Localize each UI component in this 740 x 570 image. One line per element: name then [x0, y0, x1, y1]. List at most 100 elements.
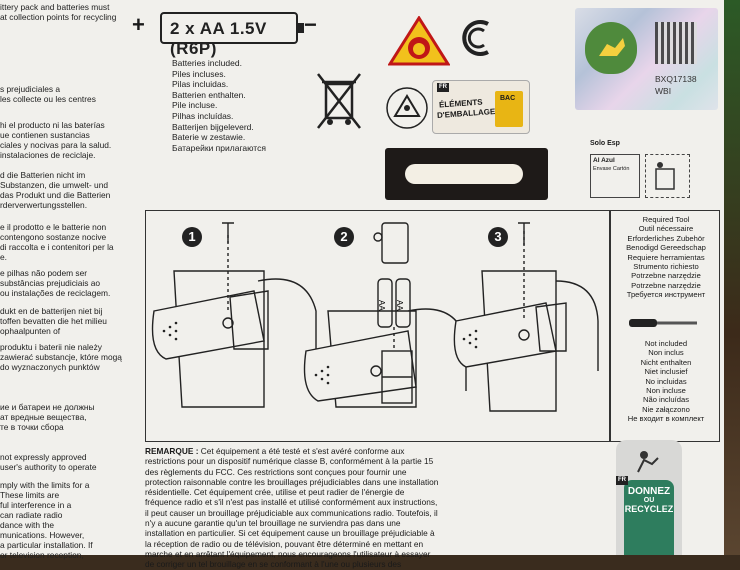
remark-line: la réception de radio ou de télévision, …: [145, 538, 424, 549]
remark-line: n'y a aucune garantie qu'un tel brouilla…: [145, 518, 401, 529]
not-included-line: Niet inclusief: [644, 367, 688, 377]
left-text-line: contengono sostanze nocive: [0, 232, 107, 242]
triman-recycle-icon: [386, 87, 428, 129]
remark-line: marche et en arrêtant l'équipement, nous…: [145, 548, 431, 559]
battery-terminal: [298, 23, 304, 33]
required-tool-line: Требуется инструмент: [626, 290, 706, 300]
required-tool-line: Potrzebne narzędzie: [631, 271, 701, 281]
remark-line: des règlements du FCC. Ces restrictions …: [145, 466, 407, 477]
sort-box-left: Al Azul Envase Cartón: [590, 154, 640, 198]
remark-line: fréquence radio et s'il n'est pas instal…: [145, 497, 438, 508]
not-included-line: Not included: [644, 339, 688, 348]
remark-heading: REMARQUE :: [145, 446, 199, 456]
qr-code-icon: [655, 22, 697, 64]
left-text-line: rderverwertungsstellen.: [0, 200, 88, 210]
not-included-line: Não incluídas: [642, 395, 689, 405]
battery-note-line: Pilhas incluídas.: [172, 111, 234, 121]
required-tool-line: Required Tool: [642, 215, 690, 224]
sorting-label: Solo Esp Al Azul Envase Cartón: [590, 140, 710, 202]
donnez-line2: OU: [643, 497, 655, 504]
left-text-line: not expressly approved: [0, 452, 87, 462]
deer-logo-icon: [585, 22, 637, 74]
crossed-bin-icon: [317, 73, 361, 129]
battery-symbol: 2 x AA 1.5V (R6P): [160, 12, 304, 58]
battery-note-line: Baterie w zestawie.: [172, 132, 246, 143]
left-text-line: hi el producto ni las baterías: [0, 120, 105, 130]
left-text-line: Substanzen, die umwelt- und: [0, 180, 109, 190]
battery-note-line: Pilas incluidas.: [172, 79, 229, 90]
donnez-line3: RECYCLEZ: [624, 504, 674, 514]
sort-line2: Al Azul: [593, 157, 615, 164]
sort-line1: Solo Esp: [590, 140, 620, 147]
left-text-line: munications. However,: [0, 530, 85, 540]
left-text-line: substâncias prejudiciais ao: [0, 278, 101, 288]
not-included-line: Non inclus: [648, 348, 684, 358]
left-text-line: at collection points for recycling: [0, 12, 117, 22]
left-text-line: les collecte ou les centres: [0, 94, 96, 104]
left-text-line: dukt en de batterijen niet bij: [0, 306, 103, 316]
required-tool-line: Requiere herramientas: [627, 252, 705, 262]
bin-label: BAC: [500, 95, 516, 102]
required-tool-line: Strumento richiesto: [633, 262, 699, 271]
donnez-line1: DONNEZ: [627, 486, 671, 497]
not-included-line: Не входит в комплект: [627, 414, 705, 424]
packaging-elements-badge: FR ÉLÉMENTS D'EMBALLAGE BAC: [432, 80, 530, 134]
left-text-line: ие и батареи не должны: [0, 402, 95, 412]
diagram-drawings: AA AA: [151, 222, 599, 412]
sort-box-right: [645, 154, 690, 198]
left-text-line: ат вредные вещества,: [0, 412, 87, 422]
left-text-line: ittery pack and batteries must: [0, 2, 110, 12]
required-tool-line: Outil nécessaire: [638, 224, 694, 234]
left-text-line: e il prodotto e le batterie non: [0, 222, 107, 232]
battery-minus-sign: −: [304, 12, 317, 37]
badge-fr-label: FR: [437, 83, 449, 92]
not-included-line: No incluidas: [645, 376, 687, 386]
left-text-line: das Produkt und die Batterien: [0, 190, 111, 200]
left-text-line: user's authority to operate: [0, 462, 97, 472]
required-tool-line: Potrzebne narzędzie: [631, 280, 701, 290]
not-included-line: Nicht enthalten: [640, 357, 692, 367]
left-text-line: These limits are: [0, 490, 60, 500]
remark-line: restrictions pour un dispositif numériqu…: [145, 456, 434, 467]
left-text-line: ophaalpunten of: [0, 326, 61, 336]
yellow-bin-icon: BAC: [495, 91, 523, 127]
battery-note-line: Pile incluse.: [172, 100, 218, 111]
left-text-line: a particular installation. If: [0, 540, 93, 550]
left-text-line: do wyznaczonych punktów: [0, 362, 100, 372]
lion-warning-icon: [388, 16, 450, 66]
battery-note-line: Batteries included.: [172, 58, 242, 68]
left-text-line: ue contienen sustancias: [0, 130, 90, 140]
remark-line: il peut causer un brouillage préjudiciab…: [145, 507, 438, 518]
battery-label-1: AA: [377, 300, 386, 311]
required-tool-line: Benodigd Gereedschap: [626, 243, 706, 253]
battery-note-line: Piles incluses.: [172, 68, 226, 79]
battery-note-line: Batterien enthalten.: [172, 89, 246, 100]
left-text-line: те в точки сбора: [0, 422, 64, 432]
step-1-badge: 1: [182, 227, 202, 247]
left-text-line: mply with the limits for a: [0, 480, 90, 490]
remark-line: de corriger un tel brouillage en se conf…: [145, 559, 402, 570]
left-text-line: instalaciones de reciclaje.: [0, 150, 96, 160]
serial-code-2: WBI: [655, 86, 672, 96]
battery-spec-label: 2 x AA 1.5V (R6P): [170, 19, 267, 58]
serial-code: BXQ17138: [655, 74, 697, 84]
not-included-line: Non incluse: [646, 386, 686, 395]
left-text-line: toffen bevatten die het milieu: [0, 316, 107, 326]
battery-install-diagram: 1 2 3: [145, 210, 610, 442]
required-tool-line: Erforderliches Zubehör: [627, 233, 705, 243]
left-text-line: di raccolta e i contenitori per la: [0, 242, 114, 252]
left-text-line: ful interference in a: [0, 500, 72, 510]
screwdriver-icon: [629, 319, 697, 327]
not-included-line: Nie załączono: [642, 404, 690, 414]
donnez-fr-label: FR: [616, 476, 628, 485]
hang-tab: [385, 148, 548, 200]
left-text-line: e pilhas não podem ser: [0, 268, 88, 278]
left-text-line: produktu i baterii nie należy: [0, 342, 102, 352]
fcc-remark-fr: REMARQUE : Cet équipement a été testé et…: [145, 446, 470, 570]
remark-line: protection raisonnable contre les brouil…: [145, 476, 439, 487]
battery-note-line: Batterijen bijgeleverd.: [172, 121, 254, 132]
left-text-line: dance with the: [0, 520, 55, 530]
left-text-line: zawierać substancje, które mogą: [0, 352, 122, 362]
